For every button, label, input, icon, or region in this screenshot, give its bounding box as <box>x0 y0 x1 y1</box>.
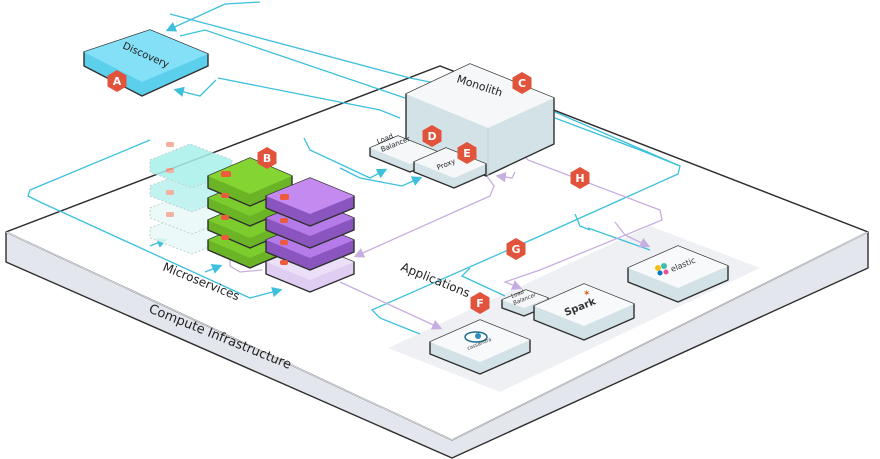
connection-line <box>554 117 681 167</box>
connection-line <box>614 221 651 248</box>
svg-text:E: E <box>463 147 471 160</box>
svg-text:B: B <box>263 152 271 165</box>
svg-text:G: G <box>511 243 520 256</box>
connection-line <box>503 149 663 290</box>
svg-text:D: D <box>427 130 436 143</box>
service-indicator <box>280 240 288 245</box>
service-indicator <box>221 171 231 177</box>
svg-text:A: A <box>113 75 122 88</box>
service-indicator <box>280 194 289 200</box>
discovery-node[interactable]: Discovery <box>83 29 209 97</box>
badge-e: E <box>457 142 477 164</box>
badge-d: D <box>422 125 442 147</box>
purple-microservices-stack[interactable] <box>265 177 355 293</box>
connections-primary <box>27 1 681 335</box>
connection-line <box>29 139 151 191</box>
badge-b: B <box>257 147 277 169</box>
connection-line <box>165 1 261 32</box>
service-indicator <box>280 260 288 265</box>
elastic-logo-icon <box>655 263 669 276</box>
service-indicator <box>221 235 229 240</box>
connection-line <box>339 167 423 187</box>
service-indicator <box>280 218 288 223</box>
svg-text:H: H <box>575 172 584 185</box>
badge-h: H <box>570 167 590 189</box>
badge-c: C <box>512 72 532 94</box>
monolith-node[interactable]: Monolith <box>405 63 555 177</box>
svg-text:F: F <box>476 297 484 310</box>
connection-line <box>179 29 406 99</box>
cassandra-node[interactable]: cassandra <box>429 319 531 375</box>
connection-line <box>204 264 223 274</box>
connection-line <box>303 137 388 179</box>
connection-line <box>173 79 217 97</box>
service-indicator <box>221 193 229 198</box>
connection-line <box>460 267 506 297</box>
badge-f: F <box>470 292 490 314</box>
connection-line <box>217 77 401 119</box>
connection-line <box>339 281 443 330</box>
connection-line <box>353 174 495 258</box>
service-indicator <box>221 215 229 220</box>
spark-node[interactable]: Spark ✶ <box>533 283 635 341</box>
connection-line <box>495 171 516 183</box>
badge-g: G <box>506 238 526 260</box>
app-load-balancer-label-line1: Load <box>511 289 526 300</box>
connection-line <box>27 189 283 299</box>
cassandra-eye-icon <box>464 331 488 343</box>
svg-text:C: C <box>518 77 526 90</box>
connection-line <box>574 213 591 231</box>
badge-a: A <box>107 70 127 92</box>
elastic-node[interactable]: elastic <box>627 245 729 303</box>
spark-star-icon: ✶ <box>583 289 591 299</box>
